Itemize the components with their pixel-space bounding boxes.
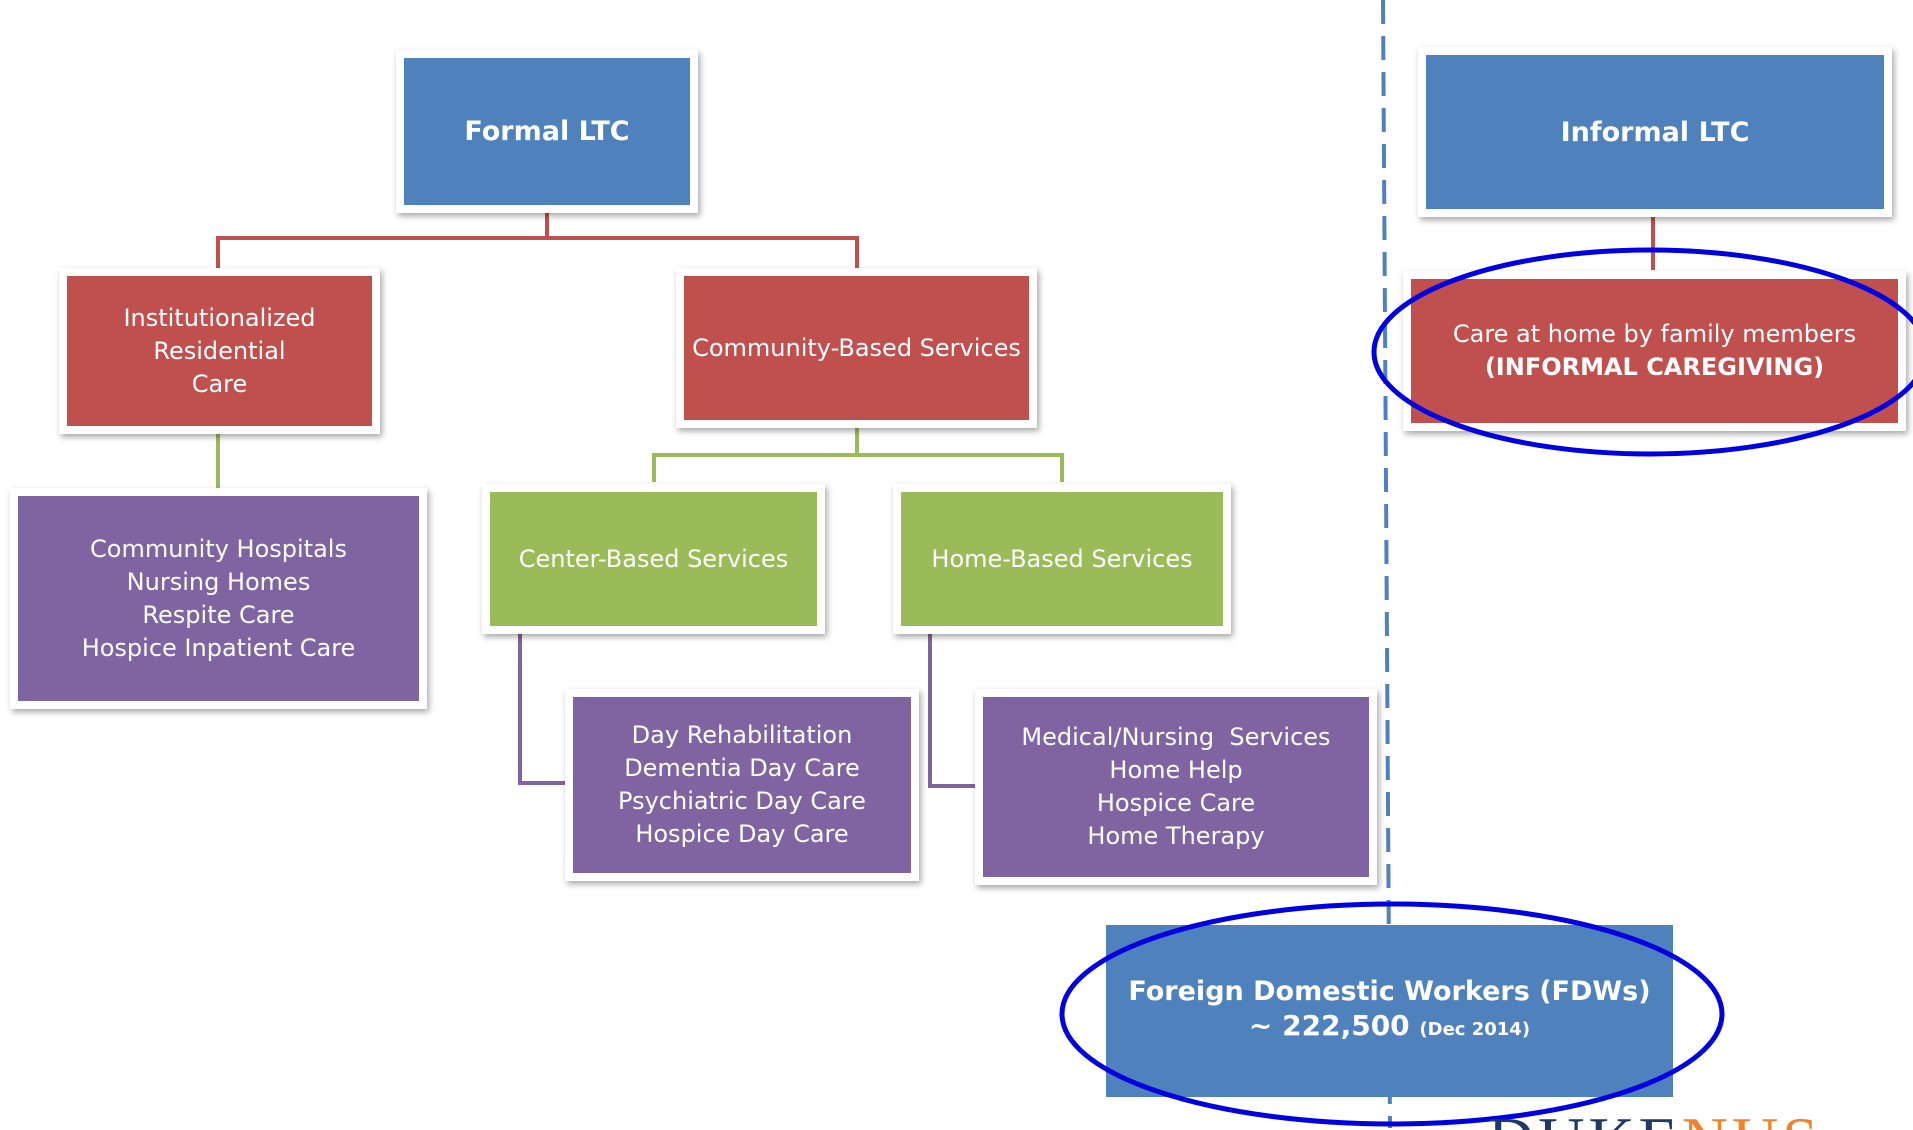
list-item: Hospice Care <box>1096 789 1256 817</box>
formal-ltc-title: Formal LTC <box>464 116 630 147</box>
fdw-count-line: ~ 222,500 (Dec 2014) <box>1249 1009 1530 1047</box>
connector-home-to-list <box>928 632 975 788</box>
center-services-list: Day Rehabilitation Dementia Day Care Psy… <box>565 689 919 881</box>
informal-caregiving-line1: Care at home by family members <box>1452 320 1857 348</box>
fdw-box: Foreign Domestic Workers (FDWs) ~ 222,50… <box>1106 925 1673 1097</box>
connector-formal-to-institutional <box>216 210 549 272</box>
highlight-ellipse-fdw <box>1059 901 1725 1127</box>
informal-caregiving-line2: (INFORMAL CAREGIVING) <box>1484 353 1825 381</box>
informal-ltc-title: Informal LTC <box>1560 116 1750 148</box>
connector-center-to-list <box>518 632 565 785</box>
fdw-title: Foreign Domestic Workers (FDWs) <box>1128 976 1651 1007</box>
formal-ltc-box: Formal LTC <box>396 50 698 213</box>
informal-ltc-box: Informal LTC <box>1418 47 1892 217</box>
logo-text-accent: NUS <box>1682 1108 1822 1130</box>
list-item: Nursing Homes <box>126 567 311 596</box>
list-item: Community Hospitals <box>90 534 347 563</box>
list-item: Hospice Day Care <box>635 820 849 848</box>
connector-community-to-center <box>652 427 859 482</box>
logo-text-main: DUKE <box>1488 1108 1682 1130</box>
list-item: Home Help <box>1109 756 1243 784</box>
connector-community-to-home <box>857 453 1064 482</box>
duke-nus-logo: DUKENUS <box>1488 1108 1848 1130</box>
list-item: Medical/Nursing Services <box>1021 723 1331 751</box>
institutional-care-box: Institutionalized Residential Care <box>59 268 380 434</box>
list-item: Respite Care <box>142 600 295 629</box>
home-services-label: Home-Based Services <box>931 544 1193 573</box>
center-services-label: Center-Based Services <box>518 544 789 573</box>
highlight-ellipse-informal <box>1371 247 1913 457</box>
community-services-box: Community-Based Services <box>676 268 1037 428</box>
institutional-care-label-line2: Care <box>191 369 248 398</box>
home-services-list: Medical/Nursing Services Home Help Hospi… <box>975 689 1377 885</box>
list-item: Psychiatric Day Care <box>618 787 866 815</box>
center-services-box: Center-Based Services <box>482 484 825 634</box>
home-services-box: Home-Based Services <box>893 484 1231 634</box>
fdw-count: ~ 222,500 <box>1248 1009 1410 1042</box>
institutional-services-list: Community Hospitals Nursing Homes Respit… <box>10 488 427 709</box>
informal-caregiving-box: Care at home by family members (INFORMAL… <box>1403 271 1906 431</box>
list-item: Home Therapy <box>1087 822 1265 850</box>
list-item: Hospice Inpatient Care <box>81 633 356 662</box>
community-services-label: Community-Based Services <box>692 333 1021 362</box>
connector-formal-to-community <box>547 236 859 270</box>
institutional-care-label-line1: Institutionalized Residential <box>123 303 316 365</box>
list-item: Day Rehabilitation <box>631 721 853 749</box>
list-item: Dementia Day Care <box>624 754 860 782</box>
fdw-date: (Dec 2014) <box>1419 1019 1531 1040</box>
